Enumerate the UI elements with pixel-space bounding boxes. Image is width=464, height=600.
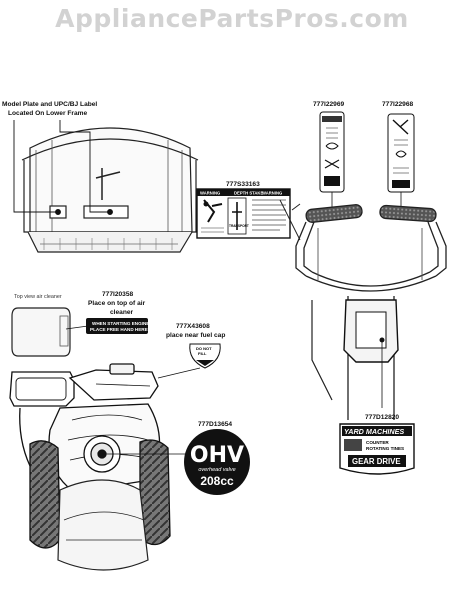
handle-decal-right	[387, 113, 415, 193]
part-number-777i22968: 777I22968	[382, 101, 414, 108]
warning-text-2: WARNING	[262, 191, 282, 196]
ohv-sub-text: overhead valve	[198, 467, 235, 473]
engine-assembly	[9, 363, 161, 493]
fuel-cap-note: place near fuel cap	[166, 332, 225, 339]
counter-rotating-line1: COUNTER	[366, 440, 389, 445]
leader-air-cleaner	[65, 325, 89, 330]
part-number-777x43608: 777X43608	[176, 323, 210, 330]
air-cleaner-decal-line1: WHEN STARTING ENGINE	[92, 321, 149, 326]
tine-guard	[57, 479, 149, 571]
fuel-decal-line2: FILL	[198, 351, 207, 356]
tine-shield	[21, 127, 199, 253]
right-handle-grip	[379, 204, 437, 223]
handle-decal-left	[319, 111, 345, 193]
warning-text: WARNING	[200, 191, 220, 196]
air-cleaner-note-line2: cleaner	[110, 309, 134, 316]
air-cleaner-decal: WHEN STARTING ENGINE PLACE FREE HAND HER…	[86, 318, 149, 334]
part-number-777s33163: 777S33163	[226, 181, 260, 188]
air-cleaner-decal-line2: PLACE FREE HAND HERE	[90, 327, 148, 332]
model-plate-label-line1: Model Plate and UPC/BJ Label	[2, 101, 97, 108]
fuel-cap-decal: DO NOT FILL	[189, 343, 221, 369]
handle-bracket	[343, 299, 399, 363]
counter-rotating-line2: ROTATING TINES	[366, 446, 404, 451]
transport-text: TRANSPORT	[229, 224, 249, 228]
ohv-text: OHV	[190, 443, 244, 468]
left-handle-grip	[305, 204, 363, 223]
air-cleaner-top-view	[11, 307, 71, 357]
gear-drive-decal: YARD MACHINES COUNTER ROTATING TINES GEA…	[339, 423, 415, 475]
watermark: AppliancePartsPros.com	[55, 4, 409, 33]
leader-fuel-cap	[157, 367, 201, 379]
part-number-777i22969: 777I22969	[313, 101, 345, 108]
left-tire	[29, 440, 61, 549]
depth-stake-text: DEPTH STAKE	[234, 191, 263, 196]
yard-machines-text: YARD MACHINES	[344, 427, 404, 436]
ohv-cc-text: 208cc	[200, 474, 234, 488]
air-cleaner-note-line1: Place on top of air	[88, 300, 146, 307]
part-number-777d13654: 777D13654	[198, 421, 232, 428]
part-number-777d12820: 777D12820	[365, 414, 399, 421]
ohv-decal: OHV overhead valve 208cc	[184, 429, 250, 495]
model-plate-label-line2: Located On Lower Frame	[8, 110, 87, 117]
part-number-777i20358: 777I20358	[102, 291, 134, 298]
gear-drive-text: GEAR DRIVE	[352, 457, 401, 466]
top-view-air-cleaner-label: Top view air cleaner	[14, 294, 62, 300]
model-plate-callout	[13, 120, 113, 215]
fuel-decal-line1: DO NOT	[196, 346, 212, 351]
depth-stake-decal: WARNING DEPTH STAKE WARNING TRANSPORT	[196, 188, 291, 239]
